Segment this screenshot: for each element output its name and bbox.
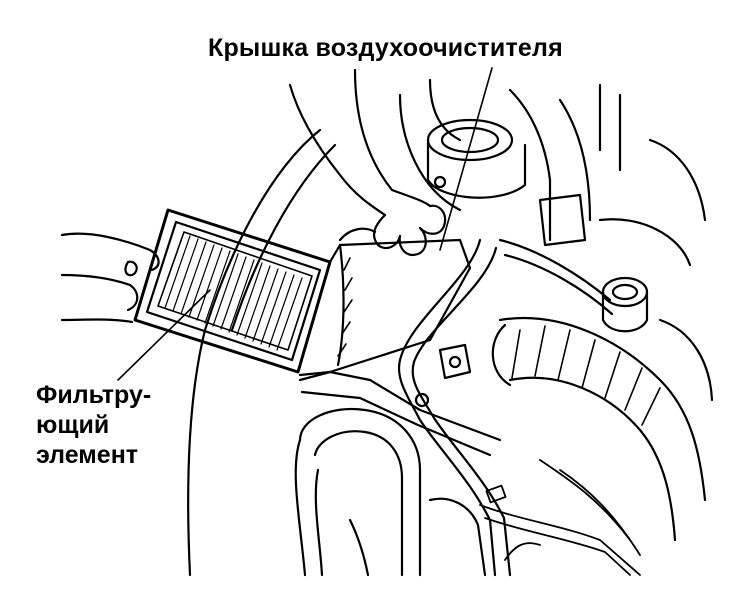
tubes-lines: [397, 238, 614, 577]
leader-lines: [117, 67, 493, 381]
corrugated-hose: [491, 316, 707, 542]
filter-label-line-1: Фильтру-: [36, 381, 152, 409]
right-hand: [288, 68, 447, 256]
intake-duct: [294, 407, 487, 577]
filter-leader-line: [117, 289, 211, 381]
filter-label-line-3: элемент: [36, 441, 139, 469]
filter-pleats: [164, 235, 303, 351]
filter-element: [133, 208, 332, 374]
left-hand: [60, 232, 160, 324]
cover-leader-line: [439, 67, 493, 251]
engine-components: [398, 78, 714, 402]
cover-label: Крышка воздухоочистителя: [208, 34, 563, 62]
filter-element-label: Фильтру- ющий элемент: [36, 380, 151, 470]
fender-outline: [187, 128, 337, 577]
filter-label-line-2: ющий: [36, 411, 110, 439]
air-cleaner-housing: [298, 238, 502, 457]
wire-bundle: [479, 459, 641, 576]
